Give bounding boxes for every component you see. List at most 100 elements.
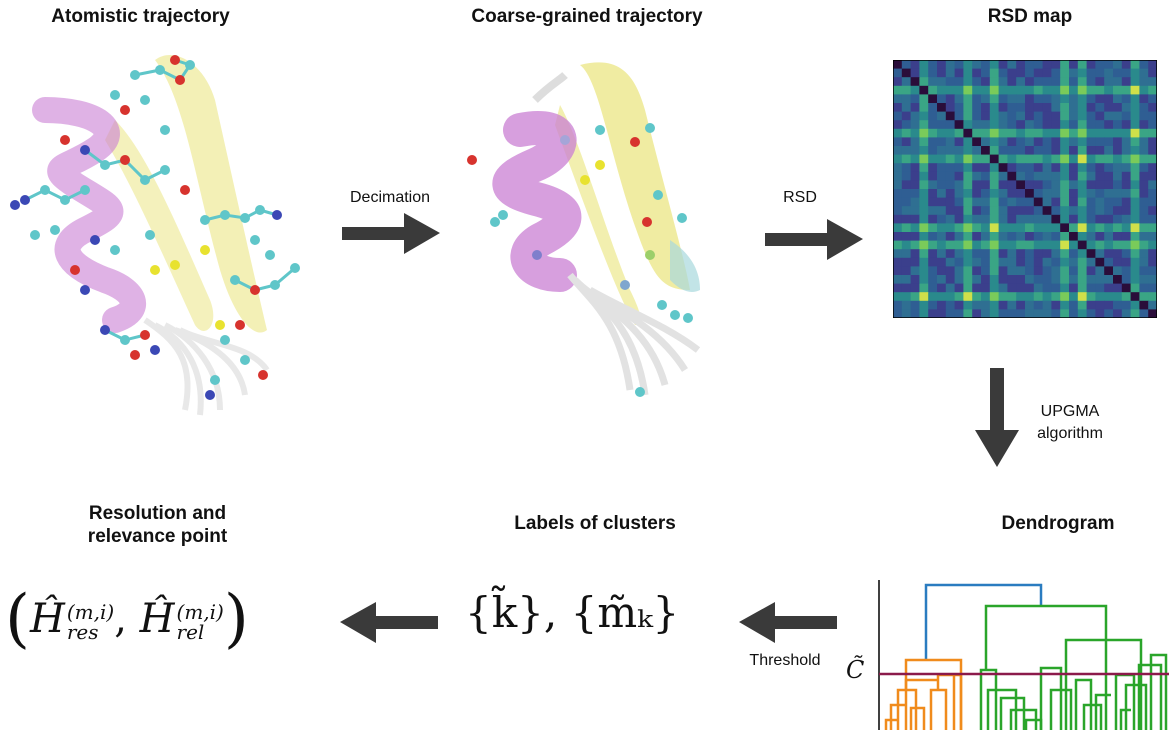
heatmap-cell: [1113, 77, 1123, 87]
heatmap-cell: [1025, 85, 1035, 95]
heatmap-cell: [1025, 128, 1035, 138]
heatmap-cell: [954, 94, 964, 104]
heatmap-cell: [954, 257, 964, 267]
heatmap-cell: [1104, 214, 1114, 224]
heatmap-cell: [1121, 137, 1132, 147]
upgma-label-line1: UPGMA: [1040, 403, 1100, 420]
heatmap-cell: [1095, 206, 1105, 216]
heatmap-cell: [1060, 60, 1070, 70]
heatmap-cell: [910, 146, 920, 156]
heatmap-cell: [1042, 309, 1052, 318]
heatmap-cell: [963, 232, 973, 242]
heatmap-cell: [919, 94, 929, 104]
heatmap-cell: [901, 249, 912, 259]
heatmap-cell: [1113, 180, 1123, 190]
heatmap-cell: [919, 103, 929, 113]
heatmap-cell: [1042, 163, 1052, 173]
heatmap-cell: [1121, 171, 1132, 181]
heatmap-cell: [1086, 197, 1096, 207]
heatmap-cell: [928, 163, 938, 173]
heatmap-cell: [1113, 94, 1123, 104]
heatmap-cell: [1007, 257, 1017, 267]
heatmap-cell: [1007, 275, 1017, 285]
heatmap-cell: [972, 120, 982, 130]
heatmap-cell: [893, 146, 903, 156]
heatmap-cell: [1051, 266, 1061, 276]
heatmap-cell: [1113, 232, 1123, 242]
heatmap-cell: [998, 189, 1008, 199]
heatmap-cell: [910, 266, 920, 276]
heatmap-cell: [1033, 137, 1044, 147]
heatmap-cell: [1007, 300, 1017, 310]
heatmap-cell: [954, 240, 964, 250]
heatmap-cell: [901, 292, 912, 302]
heatmap-cell: [963, 275, 973, 285]
heatmap-cell: [963, 223, 973, 233]
heatmap-cell: [1121, 283, 1132, 293]
heatmap-cell: [1077, 206, 1088, 216]
heatmap-cell: [972, 249, 982, 259]
heatmap-cell: [1033, 77, 1044, 87]
heatmap-cell: [1042, 103, 1052, 113]
heatmap-cell: [998, 283, 1008, 293]
heatmap-cell: [1121, 300, 1132, 310]
heatmap-cell: [963, 60, 973, 70]
heatmap-cell: [919, 292, 929, 302]
heatmap-cell: [1051, 146, 1061, 156]
heatmap-cell: [1069, 154, 1079, 164]
heatmap-cell: [1051, 163, 1061, 173]
heatmap-cell: [1016, 300, 1026, 310]
heatmap-cell: [989, 146, 1000, 156]
heatmap-cell: [1033, 154, 1044, 164]
heatmap-cell: [954, 163, 964, 173]
heatmap-cell: [981, 292, 991, 302]
heatmap-cell: [1016, 111, 1026, 121]
heatmap-cell: [954, 206, 964, 216]
heatmap-cell: [963, 85, 973, 95]
heatmap-cell: [901, 85, 912, 95]
heatmap-cell: [972, 266, 982, 276]
heatmap-cell: [1016, 77, 1026, 87]
threshold-label: Threshold: [749, 652, 821, 669]
heatmap-cell: [972, 232, 982, 242]
heatmap-cell: [954, 154, 964, 164]
heatmap-cell: [963, 257, 973, 267]
heatmap-cell: [1016, 275, 1026, 285]
heatmap-cell: [1139, 171, 1149, 181]
heatmap-cell: [1069, 197, 1079, 207]
heatmap-cell: [1042, 292, 1052, 302]
heatmap-cell: [1060, 189, 1070, 199]
dendrogram-plot: [878, 580, 1169, 730]
heatmap-cell: [963, 120, 973, 130]
heatmap-cell: [998, 232, 1008, 242]
heatmap-cell: [893, 283, 903, 293]
heatmap-cell: [1060, 163, 1070, 173]
heatmap-cell: [928, 85, 938, 95]
heatmap-cell: [1016, 292, 1026, 302]
heatmap-cell: [910, 309, 920, 318]
heatmap-cell: [937, 146, 947, 156]
heatmap-cell: [893, 171, 903, 181]
heatmap-cell: [1130, 240, 1140, 250]
heatmap-cell: [972, 60, 982, 70]
heatmap-cell: [1033, 94, 1044, 104]
heatmap-cell: [937, 154, 947, 164]
heatmap-cell: [1113, 137, 1123, 147]
heatmap-cell: [1113, 197, 1123, 207]
title-dendrogram: Dendrogram: [1001, 513, 1115, 534]
heatmap-cell: [972, 103, 982, 113]
heatmap-cell: [910, 103, 920, 113]
heatmap-cell: [989, 120, 1000, 130]
heatmap-cell: [893, 85, 903, 95]
heatmap-cell: [1077, 180, 1088, 190]
heatmap-cell: [963, 137, 973, 147]
heatmap-cell: [989, 171, 1000, 181]
heatmap-cell: [1148, 171, 1157, 181]
heatmap-cell: [1095, 120, 1105, 130]
heatmap-cell: [1007, 249, 1017, 259]
close-paren: ): [223, 582, 249, 656]
heatmap-cell: [1086, 120, 1096, 130]
heatmap-cell: [1069, 180, 1079, 190]
heatmap-cell: [928, 111, 938, 121]
heatmap-cell: [1016, 146, 1026, 156]
